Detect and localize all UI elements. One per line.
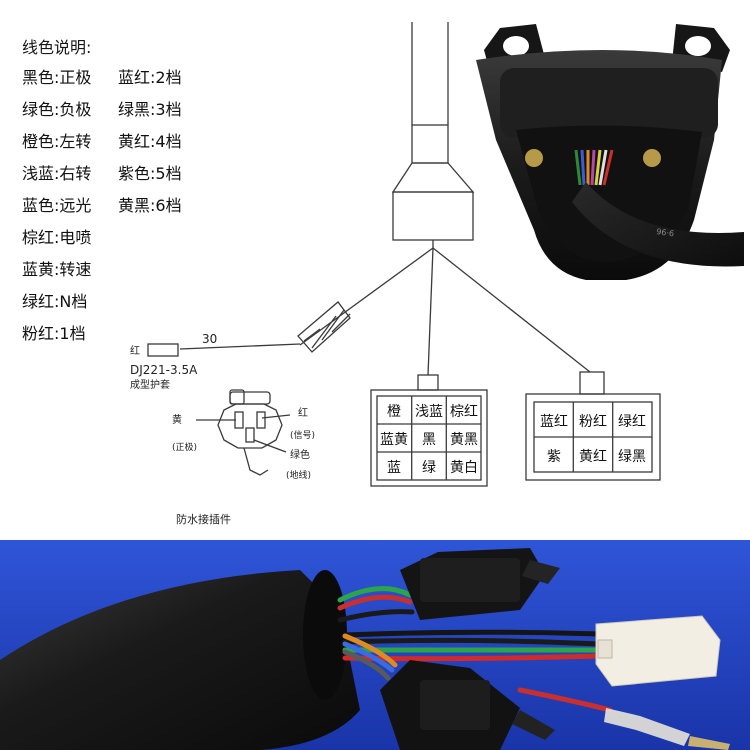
leader-red xyxy=(261,414,291,419)
branch-to-left-connector xyxy=(427,247,434,376)
connector-left-outer xyxy=(370,389,488,487)
legend-item: 粉红:1档 xyxy=(22,324,86,343)
legend-item: 黄红:4档 xyxy=(118,132,182,151)
connector-left-cell: 蓝 xyxy=(387,460,401,476)
sensor-cap xyxy=(229,391,271,405)
legend-item: 紫色:5档 xyxy=(118,164,182,183)
leader-green xyxy=(253,439,287,453)
trunk-flare xyxy=(391,162,475,193)
legend-item: 绿红:N档 xyxy=(22,292,88,311)
black-sheath xyxy=(0,570,360,750)
legend-item: 浅蓝:右转 xyxy=(22,164,92,183)
connector-left-cell: 黄黑 xyxy=(450,431,478,448)
wire-length-label: 30 xyxy=(202,332,217,346)
pin-red-desc: (信号) xyxy=(290,429,315,441)
connector-right-cell: 绿黑 xyxy=(618,449,646,465)
cable-print: 96·6 xyxy=(656,227,675,238)
sleeve-hatch xyxy=(311,315,337,349)
gauge-photo: 96·6 xyxy=(476,24,744,280)
legend-item: 绿色:负极 xyxy=(22,100,92,119)
branch-to-right-connector xyxy=(432,247,591,373)
bolt xyxy=(525,149,543,167)
legend-item: 绿黑:3档 xyxy=(118,100,182,119)
sensor-pin xyxy=(256,411,266,429)
legend-item: 蓝红:2档 xyxy=(118,68,182,87)
wire-color-label: 红 xyxy=(130,344,140,357)
gauge-back-panel xyxy=(500,68,718,138)
cable-sheath xyxy=(572,182,744,267)
photo-connector-top xyxy=(400,548,560,620)
legend-title: 线色说明: xyxy=(22,38,92,57)
legend-item: 橙色:左转 xyxy=(22,132,92,151)
sleeve-hatch xyxy=(321,309,345,341)
connector-left-cell: 浅蓝 xyxy=(415,404,443,420)
sensor-wire-tail xyxy=(243,447,269,476)
pin-red-label: 红 xyxy=(298,406,308,419)
connector-right-outer xyxy=(525,393,661,481)
connector-right-cell: 粉红 xyxy=(579,414,607,430)
sleeve-hatch xyxy=(331,313,351,333)
photo-connector-bottom xyxy=(380,660,555,750)
harness-drawing: 30 红 DJ221-3.5A 成型护套 黄 (正极) 红 (信号) 绿色 (地… xyxy=(130,22,661,526)
connector-right-cell: 蓝红 xyxy=(540,414,568,430)
bolt xyxy=(643,149,661,167)
legend-item: 蓝黄:转速 xyxy=(22,260,92,279)
connector-left-inner xyxy=(376,395,482,481)
trunk-sleeve xyxy=(411,124,449,164)
part-desc-label: 成型护套 xyxy=(130,378,170,391)
sheath-opening xyxy=(303,570,347,700)
waterproof-connector-label: 防水接插件 xyxy=(176,512,231,526)
branch-to-sensor xyxy=(299,247,434,346)
trunk-junction-box xyxy=(392,191,474,241)
sleeve-hatch xyxy=(303,328,321,342)
photo-bullet-terminal xyxy=(604,708,730,750)
photo-connector-white xyxy=(595,615,721,687)
mount-hole xyxy=(503,36,529,56)
pin-green-desc: (地线) xyxy=(286,469,311,481)
legend-item: 黄黑:6档 xyxy=(118,196,182,215)
red-terminal xyxy=(147,343,179,357)
pin-yellow-label: 黄 xyxy=(172,413,182,426)
photo-wires xyxy=(337,586,613,713)
legend-item: 蓝色:远光 xyxy=(22,196,92,215)
pin-green-label: 绿色 xyxy=(290,448,310,461)
wiring-diagram: 线色说明: 黑色:正极 绿色:负极 橙色:左转 浅蓝:右转 蓝色:远光 棕红:电… xyxy=(22,22,744,526)
sensor-pin xyxy=(234,411,244,429)
connector-left-cell: 橙 xyxy=(387,404,401,420)
red-wire-line xyxy=(179,343,301,350)
harness-photo-drawing xyxy=(0,540,750,750)
connector-left-cell: 黑 xyxy=(422,432,436,448)
legend-item: 棕红:电喷 xyxy=(22,228,92,247)
wire-bundle xyxy=(574,149,614,186)
connector-right-cell: 绿红 xyxy=(618,414,646,430)
connector-left-cell: 绿 xyxy=(422,460,436,476)
connector-right-cell: 黄红 xyxy=(579,448,607,465)
mount-hole xyxy=(685,36,711,56)
legend-item: 黑色:正极 xyxy=(22,68,92,87)
connector-left-tab xyxy=(417,374,439,391)
sensor-pin xyxy=(245,427,255,443)
connector-right-cell: 紫 xyxy=(547,449,561,465)
connector-right-tab xyxy=(579,371,605,395)
connector-left-cell: 蓝黄 xyxy=(380,431,408,448)
part-number-label: DJ221-3.5A xyxy=(130,363,198,377)
protective-sleeve xyxy=(297,301,351,353)
harness-photo xyxy=(0,540,750,750)
connector-left-cell: 棕红 xyxy=(450,404,478,420)
pin-yellow-desc: (正极) xyxy=(172,441,197,453)
connector-left-cell: 黄白 xyxy=(450,459,478,476)
